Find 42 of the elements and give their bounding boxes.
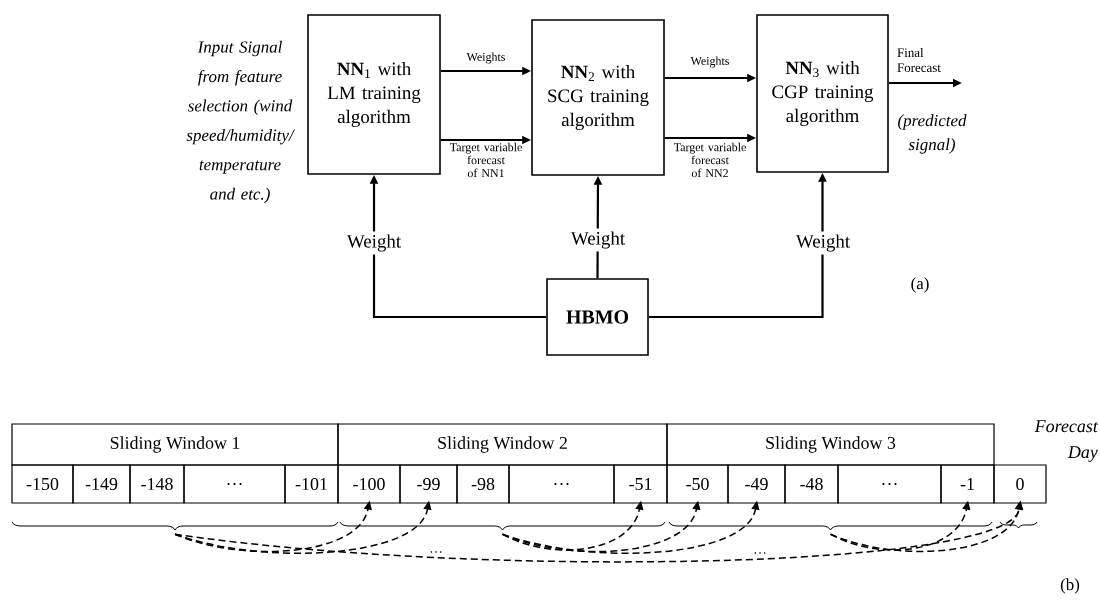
annotation: (predicted signal): [898, 114, 967, 154]
table-cell: -51: [613, 464, 668, 504]
table-cell: 0 Forecast Day: [993, 420, 1099, 504]
table-cell: -48: [784, 464, 839, 504]
edge-label: Weight: [792, 231, 854, 255]
panel-label: (a): [911, 277, 929, 293]
table-header-cell: Sliding Window 2: [337, 423, 668, 466]
edge-label: Final Forecast: [897, 47, 941, 72]
table-cell: -101: [284, 464, 339, 504]
table-cell: …: [508, 464, 615, 504]
table-cell: …: [837, 464, 942, 504]
table-cell: -148: [129, 464, 185, 504]
table-cell: -1: [940, 464, 995, 504]
table-cell: -98: [456, 464, 510, 504]
table-cell: …: [183, 464, 286, 504]
curly-brace: [999, 521, 1038, 529]
edge-label: Target variable forecast of NN1: [449, 142, 522, 178]
process-box: NN$_{3}$ with CGP training algorithm: [756, 14, 889, 173]
edge-label: Target variable forecast of NN2: [673, 142, 746, 178]
process-box: NN$_{2}$ with SCG training algorithm: [531, 19, 665, 176]
table-cell: -49: [727, 464, 786, 504]
process-box: NN$_{1}$ with LM training algorithm: [307, 14, 441, 175]
table-header-cell: Sliding Window 3: [666, 423, 995, 466]
edge-label: Weights: [466, 52, 505, 64]
node-label: Forecast Day: [1034, 420, 1099, 462]
curly-brace: [339, 521, 666, 531]
table-cell: -50: [666, 464, 729, 504]
table-cell: -149: [72, 464, 131, 504]
table-cell: -100: [337, 464, 401, 504]
input-description: Input Signal from feature selection (wind speed/humidity/ temperature and etc.): [186, 40, 295, 204]
curly-brace: [11, 521, 339, 531]
ellipsis: …: [430, 551, 442, 553]
edge-label: Weight: [343, 231, 405, 255]
curly-brace: [668, 521, 993, 531]
edge-label: Weight: [567, 228, 629, 252]
process-box: HBMO: [546, 278, 649, 356]
ellipsis: …: [754, 552, 766, 554]
table-cell: -99: [399, 464, 458, 504]
edge-label: Weights: [690, 56, 729, 68]
table-cell: -150: [11, 464, 74, 504]
table-header-cell: Sliding Window 1: [11, 423, 339, 466]
panel-label: (b): [1060, 578, 1080, 594]
